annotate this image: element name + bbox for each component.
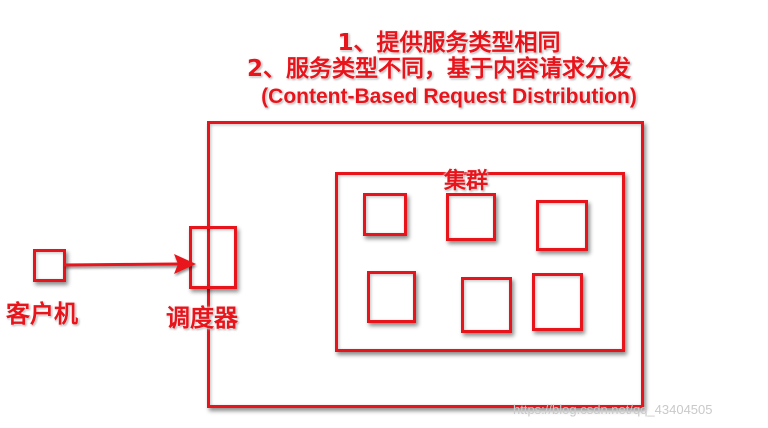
cluster-node (536, 200, 588, 251)
cluster-node (363, 193, 407, 236)
scheduler-label: 调度器 (166, 304, 238, 332)
watermark: https://blog.csdn.net/qq_43404505 (513, 402, 713, 417)
scheduler-box (189, 226, 237, 289)
client-label: 客户机 (6, 300, 78, 328)
cluster-box (335, 172, 625, 352)
cluster-node (532, 273, 583, 331)
server-system-box (207, 121, 644, 408)
caption-line-3: (Content-Based Request Distribution) (261, 85, 637, 108)
caption-line-2: 2、服务类型不同，基于内容请求分发 (246, 56, 631, 82)
cluster-node (461, 277, 512, 333)
caption-line-1: 1、提供服务类型相同 (337, 30, 561, 56)
cluster-node (367, 271, 416, 323)
cluster-node (446, 193, 496, 241)
cluster-label: 集群 (444, 169, 489, 194)
